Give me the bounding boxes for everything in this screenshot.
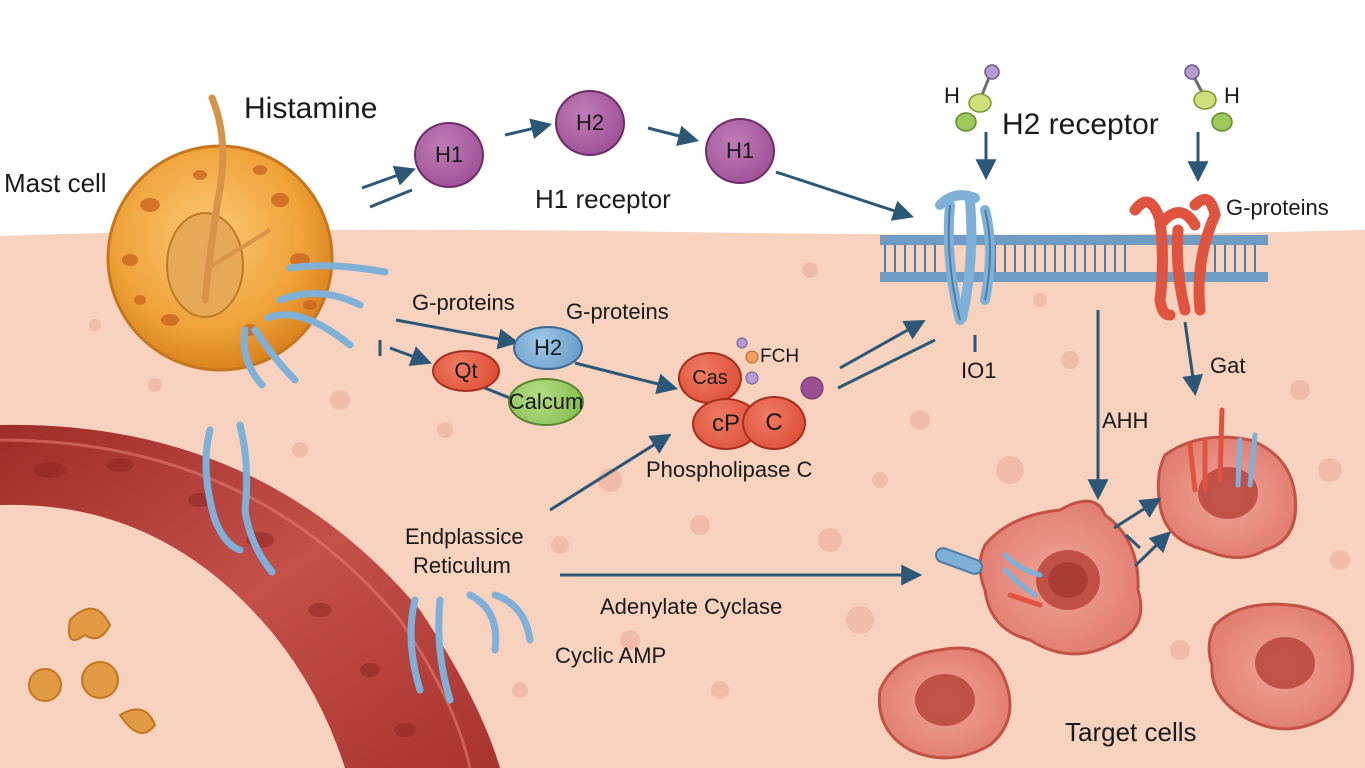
cas-node-label: Cas — [692, 366, 728, 389]
g-proteins-label-2: G-proteins — [566, 299, 669, 324]
h1-node-first: H1 — [414, 122, 484, 188]
mast-cell-vesicles — [28, 607, 157, 734]
h2-node-mid: H2 — [513, 326, 583, 370]
target-cell-center — [978, 499, 1143, 656]
qt-node-label: Qt — [454, 358, 478, 383]
target-cell-receptor-capsule — [935, 547, 983, 575]
h2-membrane-receptor — [1129, 193, 1221, 321]
calcium-node-label: Calcum — [508, 389, 584, 414]
endoplasmic-reticulum-label-line2: Reticulum — [413, 553, 511, 578]
ahh-label: AHH — [1102, 408, 1149, 433]
h2-receptor-label: H2 receptor — [1002, 108, 1159, 141]
gat-label: Gat — [1210, 353, 1246, 378]
target-cell-right — [1156, 435, 1298, 559]
blood-vessel-cells — [34, 458, 416, 737]
target-cell-receptors — [1002, 407, 1258, 608]
h2-node-mid-label: H2 — [533, 335, 563, 360]
h1-node-second: H1 — [705, 118, 775, 184]
fch-label: FCH — [760, 346, 800, 367]
phospholipase-c-label: Phospholipase C — [646, 457, 813, 482]
mast-cell-label: Mast cell — [4, 168, 107, 198]
histamine-molecule-left — [955, 64, 1000, 132]
histamine-h-left-label: H — [944, 83, 960, 108]
tissue-spots — [89, 262, 1350, 728]
calcium-node: Calcum — [508, 378, 584, 426]
blood-vessel — [0, 424, 500, 768]
c-node-label: C — [765, 409, 783, 436]
h1-receptor-label: H1 receptor — [535, 184, 671, 214]
h1-node-second-label: H1 — [725, 138, 755, 163]
histamine-molecule-right — [1184, 64, 1233, 132]
histamine-label: Histamine — [244, 92, 378, 125]
qt-node: Qt — [432, 350, 500, 392]
g-proteins-label-1: G-proteins — [412, 290, 515, 315]
cyclic-amp-label: Cyclic AMP — [555, 643, 667, 668]
h2-node-top: H2 — [555, 90, 625, 156]
h1-membrane-receptor-outline — [947, 204, 991, 321]
small-molecule — [736, 337, 824, 400]
vessel-receptors — [202, 421, 534, 704]
target-cells-label: Target cells — [1065, 717, 1197, 747]
mast-cell-drawing — [106, 94, 334, 372]
c-node: C — [742, 396, 806, 450]
adenylate-cyclase-label: Adenylate Cyclase — [600, 594, 783, 619]
g-proteins-right-label: G-proteins — [1226, 195, 1329, 220]
h2-node-top-label: H2 — [575, 110, 605, 135]
endoplasmic-reticulum-label-line1: Endplassice — [405, 524, 524, 549]
cp-node-label: cP — [711, 410, 740, 437]
target-cell-bottom-right — [1207, 602, 1354, 731]
histamine-h-right-label: H — [1224, 83, 1240, 108]
io1-label: IO1 — [961, 358, 997, 383]
arrows — [361, 118, 1209, 586]
target-cell-bottom-left — [877, 646, 1012, 760]
cas-node: Cas — [678, 352, 742, 404]
h1-node-first-label: H1 — [434, 142, 464, 167]
mast-cell-receptors — [240, 262, 389, 389]
